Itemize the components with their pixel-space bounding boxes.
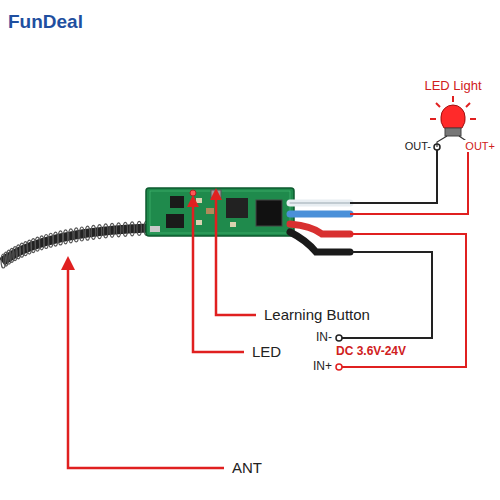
- callout-arrowheads: [61, 188, 222, 270]
- smd-part: [206, 208, 214, 214]
- coil-winding: [110, 223, 114, 237]
- arrowhead: [187, 195, 199, 207]
- red-wire: [290, 224, 350, 234]
- pin-label: OUT+: [463, 140, 497, 152]
- ant-pad: [150, 226, 160, 232]
- coil-winding: [74, 228, 78, 242]
- voltage-label: DC 3.6V-24V: [334, 345, 408, 358]
- out-minus-line: [350, 150, 437, 203]
- arrowhead: [210, 188, 222, 200]
- arrowhead: [61, 256, 75, 270]
- smd-part: [230, 222, 236, 227]
- receiver-board: [146, 188, 294, 236]
- pin-label: OUT-: [403, 140, 433, 152]
- led-leader: [193, 198, 244, 352]
- coil-winding: [97, 225, 101, 239]
- out-plus-line: [350, 150, 468, 214]
- connection-lines: [336, 144, 471, 370]
- smd-part: [196, 220, 202, 225]
- bulb-glass: [441, 105, 465, 128]
- coil-winding: [1, 254, 5, 268]
- coil-winding: [85, 226, 89, 240]
- chip: [166, 214, 184, 228]
- mosfet: [256, 200, 282, 226]
- brand-title: FunDeal: [8, 12, 83, 33]
- antenna-coil: [1, 221, 150, 268]
- coil-winding: [80, 227, 84, 241]
- coil-winding: [123, 222, 127, 236]
- pin-label: IN-: [314, 331, 334, 344]
- callout-label: LED: [250, 344, 283, 361]
- coil-winding: [137, 221, 141, 235]
- callout-label: ANT: [230, 460, 264, 477]
- blue-wire: [290, 211, 350, 218]
- coil-winding: [91, 225, 95, 239]
- ant-leader: [68, 262, 224, 468]
- part-label: LED Light: [422, 79, 483, 93]
- pin-label: IN+: [311, 360, 334, 373]
- coil-winding: [58, 231, 62, 245]
- coil-winding: [63, 230, 67, 244]
- terminal-dot: [336, 364, 342, 370]
- coil-winding: [44, 235, 48, 249]
- smd-part: [196, 198, 202, 203]
- regulator-chip: [226, 198, 248, 218]
- pcb: [146, 188, 294, 236]
- transistor: [170, 196, 184, 208]
- coil-winding: [130, 222, 134, 236]
- coil-winding: [53, 232, 57, 246]
- callout-label: Learning Button: [262, 307, 372, 324]
- coil-winding: [49, 233, 53, 247]
- learning-button-leader: [216, 192, 256, 315]
- black-wire: [290, 232, 350, 252]
- coil-winding: [69, 229, 73, 243]
- coil-winding: [104, 224, 108, 238]
- coil-winding: [116, 223, 120, 237]
- callout-leaders: [68, 192, 256, 468]
- bulb-base: [445, 128, 461, 136]
- white-wire: [290, 200, 350, 207]
- output-wires: [290, 203, 350, 252]
- in-minus-line: [342, 252, 432, 338]
- terminal-dot: [336, 335, 342, 341]
- white-wire-edge: [290, 203, 350, 204]
